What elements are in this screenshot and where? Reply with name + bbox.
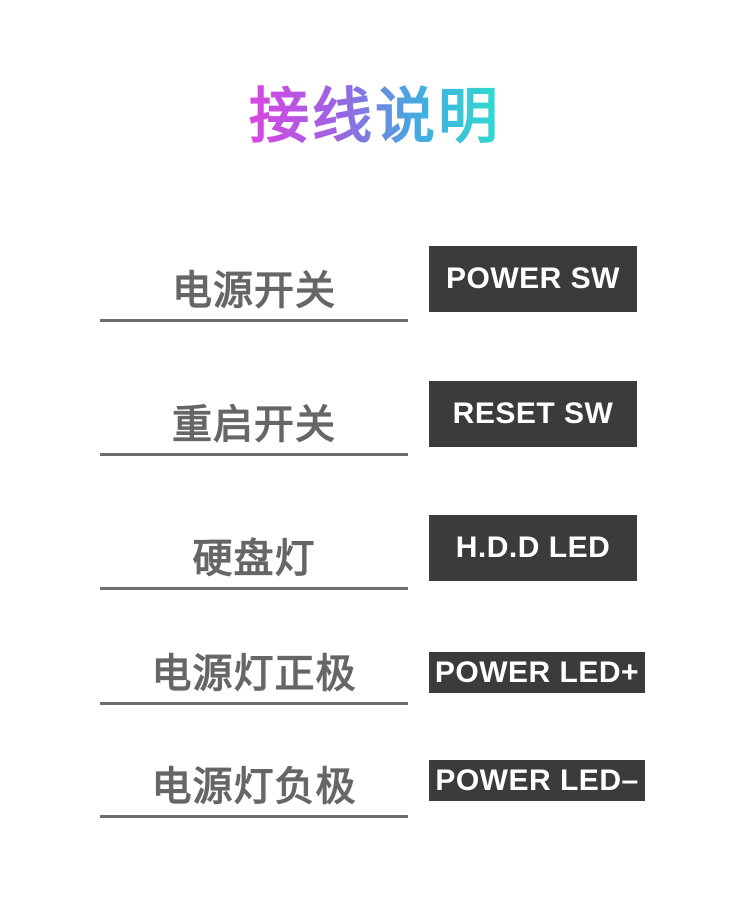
badge-hdd-led: H.D.D LED: [429, 515, 637, 581]
label-power-led-positive-text: 电源灯正极: [151, 652, 357, 696]
label-power-led-negative-text: 电源灯负极: [151, 765, 357, 809]
page-title-wrap: 接线说明: [0, 84, 750, 150]
badge-power-led-plus: POWER LED+: [429, 652, 645, 693]
badge-power-led-minus: POWER LED–: [429, 760, 645, 801]
label-power-led-negative: 电源灯负极: [100, 737, 408, 818]
label-hdd-led-text: 硬盘灯: [192, 537, 316, 581]
page-title: 接线说明: [249, 83, 501, 150]
label-power-led-positive: 电源灯正极: [100, 624, 408, 705]
label-power-switch: 电源开关: [100, 241, 408, 322]
badge-power-sw: POWER SW: [429, 246, 637, 312]
label-power-switch-text: 电源开关: [172, 269, 336, 313]
badge-reset-sw: RESET SW: [429, 381, 637, 447]
label-reset-switch-text: 重启开关: [172, 403, 336, 447]
label-reset-switch: 重启开关: [100, 375, 408, 456]
label-hdd-led: 硬盘灯: [100, 509, 408, 590]
